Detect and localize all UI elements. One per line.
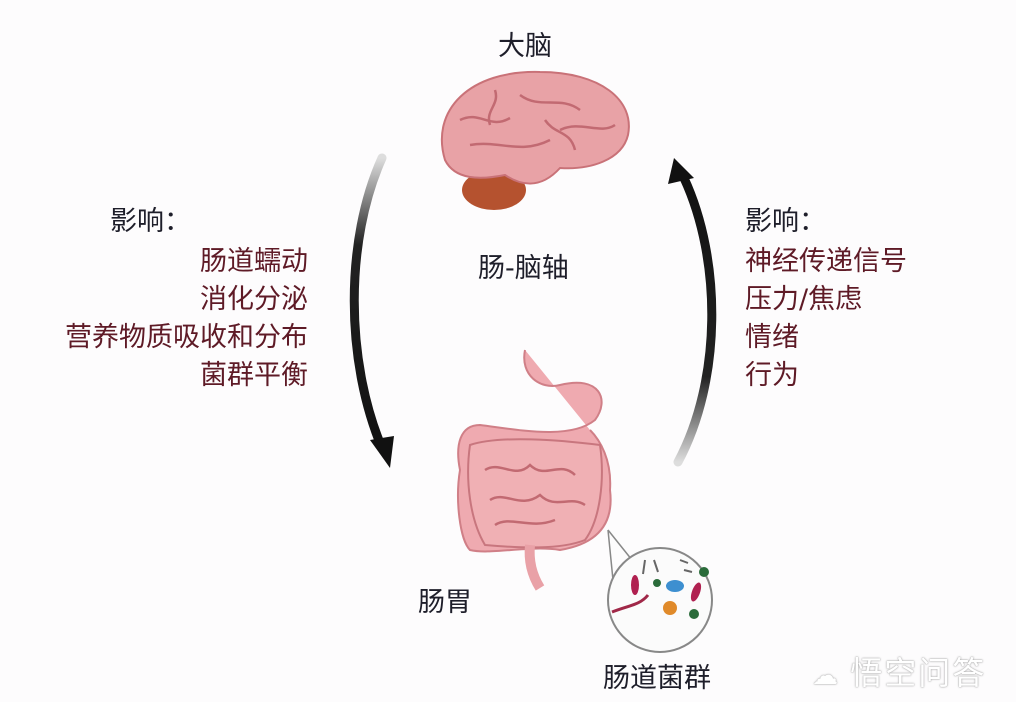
gut-illustration xyxy=(457,349,612,591)
left-item: 菌群平衡 xyxy=(200,360,308,391)
arrow-gut-to-brain xyxy=(668,158,717,467)
brain-illustration xyxy=(440,70,630,210)
gut-label: 肠胃 xyxy=(418,587,472,618)
left-item: 消化分泌 xyxy=(200,284,308,315)
left-item: 肠道蠕动 xyxy=(200,246,308,277)
microbiota-magnifier xyxy=(607,529,713,653)
left-item: 营养物质吸收和分布 xyxy=(65,322,308,353)
cloud-logo-icon: ☁ xyxy=(812,661,851,691)
right-item: 情绪 xyxy=(745,322,799,353)
arrow-brain-to-gut xyxy=(349,153,394,468)
gut-brain-axis-label: 肠-脑轴 xyxy=(478,253,569,284)
right-item: 神经传递信号 xyxy=(745,246,907,277)
left-heading: 影响： xyxy=(110,206,191,237)
right-heading: 影响： xyxy=(745,206,826,237)
brain-label: 大脑 xyxy=(498,31,552,62)
right-item: 压力/焦虑 xyxy=(745,284,863,315)
microbiota-label: 肠道菌群 xyxy=(603,663,711,694)
watermark-text: 悟空问答 xyxy=(850,654,987,692)
watermark: ☁ 悟空问答 xyxy=(812,648,986,694)
right-item: 行为 xyxy=(745,360,799,391)
